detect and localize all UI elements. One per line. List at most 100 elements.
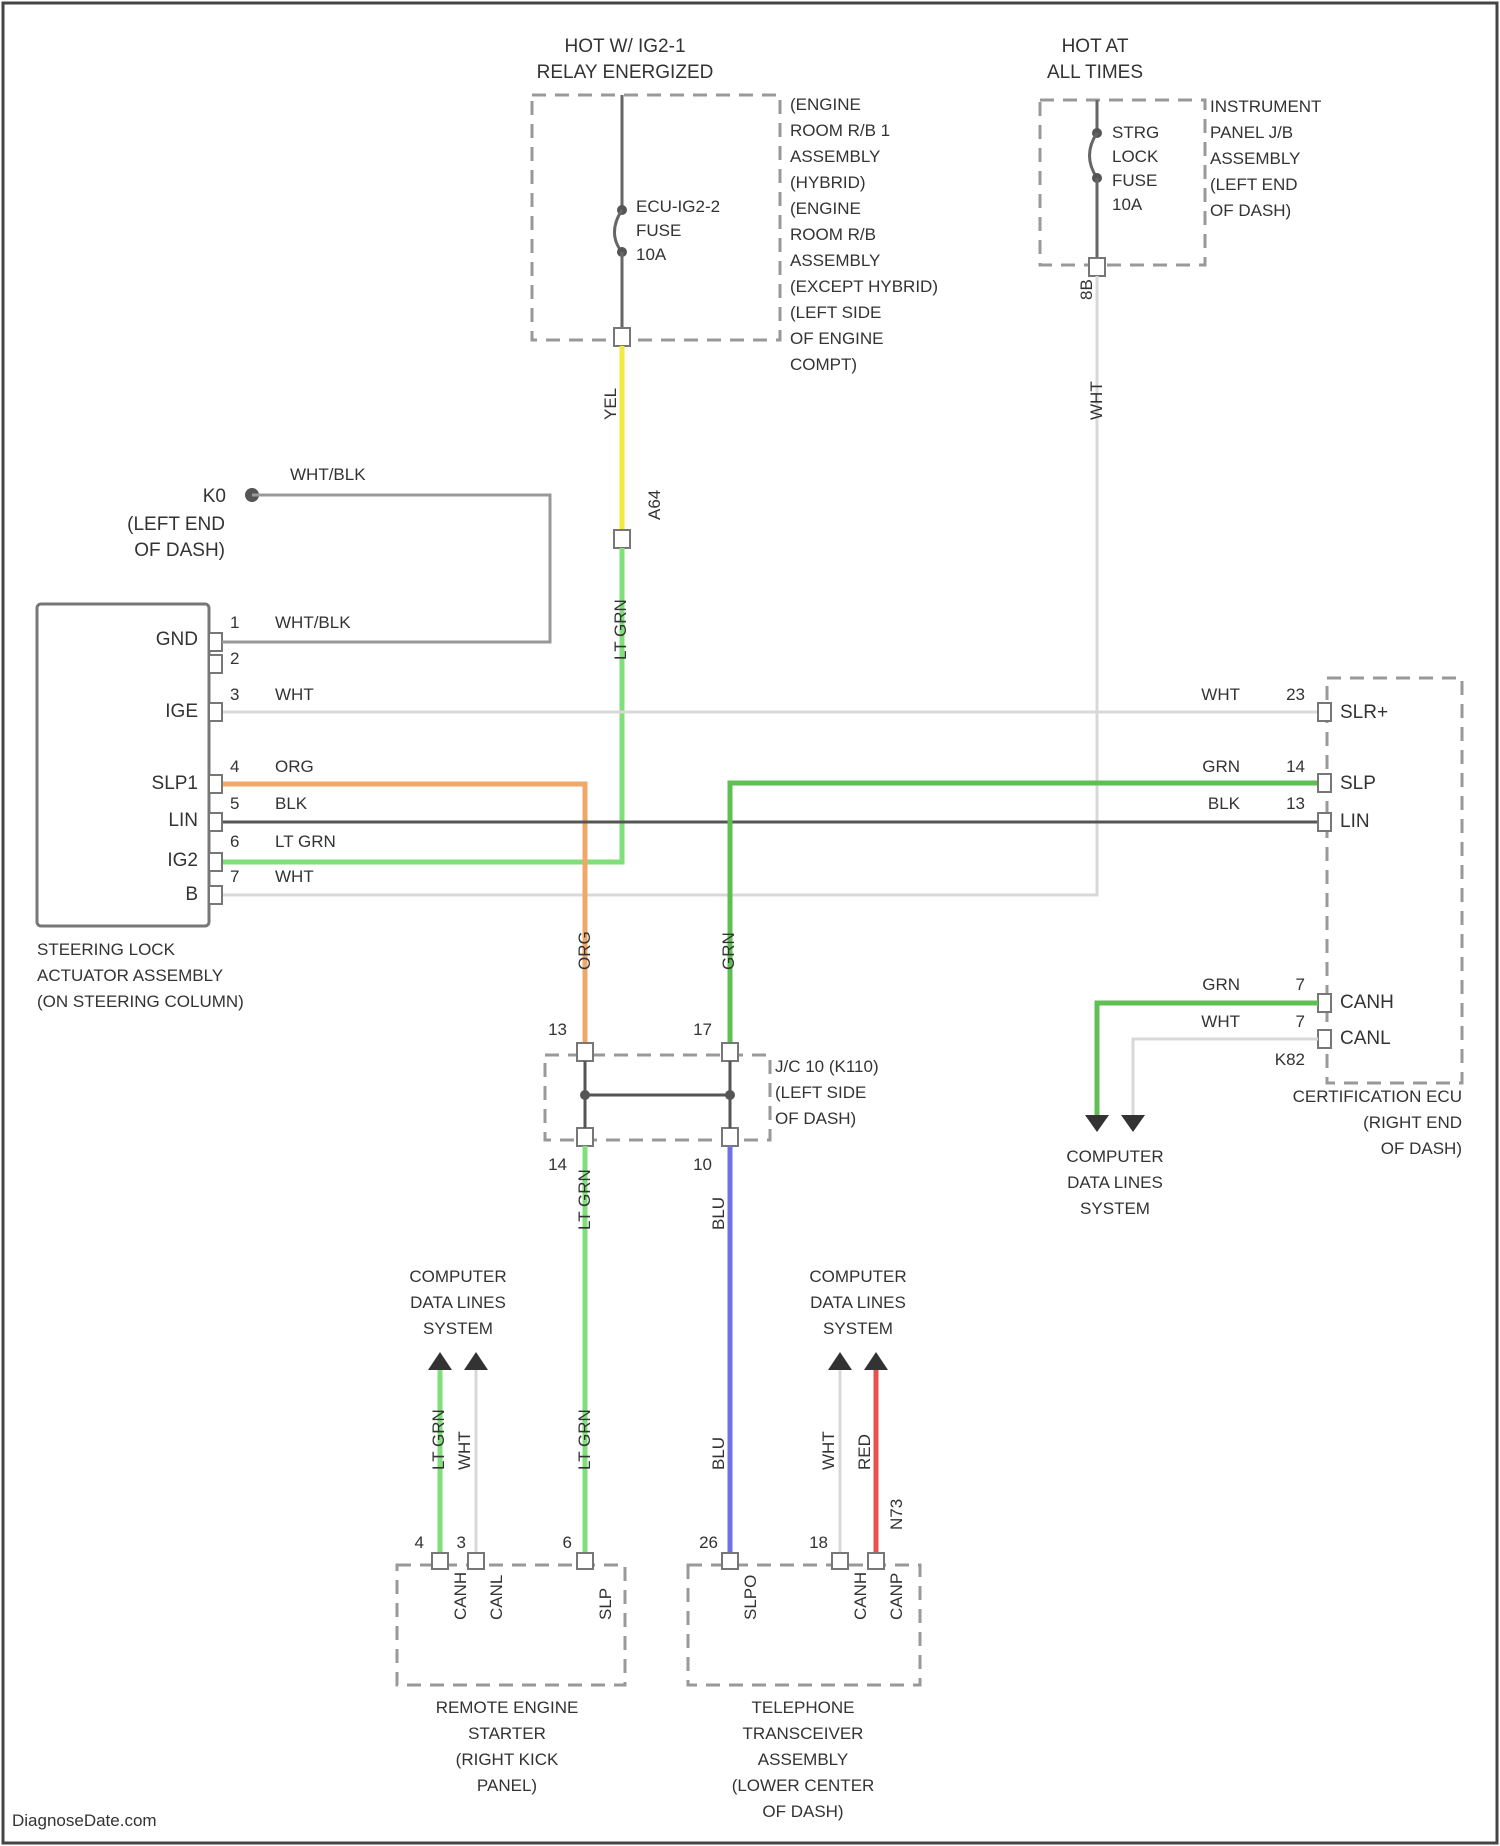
a64-connector [614,530,630,548]
steering-lock-actuator: GND IGE SLP1 LIN IG2 B 1 2 3 4 5 6 7 WHT… [37,604,351,1011]
pin-7 [209,886,222,904]
terminal-ige: IGE [165,701,198,722]
strg-fuse-label-3: FUSE [1112,171,1157,190]
terminal-lin: LIN [168,810,198,831]
steering-lock-name-3: (ON STEERING COLUMN) [37,992,244,1011]
ecu-pin-canh [1318,994,1331,1012]
jc-pin-17-label: 17 [693,1020,712,1039]
ecu-pin-lin [1318,813,1331,831]
strg-fuse-label-2: LOCK [1112,147,1159,166]
ecu-name-3: OF DASH) [1381,1139,1462,1158]
junction-connector: 13 17 14 10 J/C 10 (K110) (LEFT SIDE OF … [545,1020,879,1174]
left-data-lines-3: SYSTEM [423,1319,493,1338]
ecu-pin-slp [1318,774,1331,792]
jb-location-2: PANEL J/B [1210,123,1293,142]
remote-terminal-canh: CANH [451,1572,470,1620]
lt-grn-ig2-wire [222,548,622,862]
ecu-terminal-slr: SLR+ [1340,702,1388,723]
tel-name-3: ASSEMBLY [758,1750,848,1769]
ecu-terminal-canl: CANL [1340,1028,1391,1049]
certification-ecu: SLR+ SLP LIN CANH CANL 23 14 13 7 7 WHT … [1201,678,1462,1158]
ecu-pin-canh-label: 7 [1296,975,1305,994]
jb-location-5: OF DASH) [1210,201,1291,220]
jc-pin-10-label: 10 [693,1155,712,1174]
rb-location-11: COMPT) [790,355,857,374]
ecu-terminal-slp: SLP [1340,773,1376,794]
pin-4 [209,775,222,793]
tel-terminal-canp: CANP [887,1573,906,1620]
remote-wire-3: LT GRN [575,1409,594,1470]
wire-5-label: BLK [275,794,308,813]
ecu-pin-slr [1318,703,1331,721]
ecu-wire-canl: WHT [1201,1012,1240,1031]
jb-location-1: INSTRUMENT [1210,97,1321,116]
right-data-lines-1: COMPUTER [809,1267,906,1286]
jc-pin-14 [577,1128,593,1146]
lt-grn-vertical-label: LT GRN [611,599,630,660]
jc-pin-10 [722,1128,738,1146]
pin-3-label: 3 [230,685,239,704]
ecu-pin-23-label: 23 [1286,685,1305,704]
ecu-connector-label: K82 [1275,1050,1305,1069]
right-canh-arrow-icon [828,1352,852,1370]
rb-connector-pin [614,328,630,346]
jc-name-3: OF DASH) [775,1109,856,1128]
rb-location-10: OF ENGINE [790,329,884,348]
tel-name-2: TRANSCEIVER [743,1724,864,1743]
lt-grn-lower-label: LT GRN [575,1169,594,1230]
ground-location-2: OF DASH) [134,540,225,561]
wht-vertical-label: WHT [1087,381,1106,420]
ecu-wire-lin: BLK [1208,794,1241,813]
remote-pin-1: 4 [415,1533,424,1552]
engine-room-rb-box [532,95,780,340]
wire-4-label: ORG [275,757,314,776]
yel-wire-label: YEL [601,388,620,420]
wire-3-label: WHT [275,685,314,704]
terminal-slp1: SLP1 [152,773,198,794]
rb-location-6: ROOM R/B [790,225,876,244]
pin-1 [209,633,222,651]
ecu-canl-arrow-icon [1121,1115,1145,1132]
pin-1-label: 1 [230,613,239,632]
remote-pin-2: 3 [457,1533,466,1552]
jc-pin-13-label: 13 [548,1020,567,1039]
org-slp1-wire [222,784,585,1048]
jc-name-1: J/C 10 (K110) [775,1057,879,1076]
pin-3 [209,703,222,721]
org-vertical-label: ORG [575,931,594,970]
remote-pin-slp [577,1553,593,1569]
steering-lock-name-1: STEERING LOCK [37,940,176,959]
right-data-lines-3: SYSTEM [823,1319,893,1338]
rb-location-9: (LEFT SIDE [790,303,881,322]
remote-wire-2: WHT [455,1431,474,1470]
rb-location-4: (HYBRID) [790,173,866,192]
remote-terminal-slp: SLP [596,1588,615,1620]
ecu-data-lines-2: DATA LINES [1067,1173,1163,1192]
wire-1-label: WHT/BLK [275,613,351,632]
jc-node-2 [725,1090,735,1100]
telephone-transceiver: BLU WHT RED 26 18 N73 SLPO CANH CANP TEL… [688,1431,920,1821]
terminal-b: B [185,884,198,905]
terminal-gnd: GND [156,629,198,650]
terminal-ig2: IG2 [167,850,198,871]
pin-2 [209,655,222,673]
remote-name-4: PANEL) [477,1776,537,1795]
ecu-pin-13-label: 13 [1286,794,1305,813]
ecu-data-lines-3: SYSTEM [1080,1199,1150,1218]
tel-pin-3: N73 [887,1499,906,1530]
tel-name-1: TELEPHONE [752,1698,855,1717]
tel-terminal-slpo: SLPO [741,1575,760,1620]
left-data-lines-2: DATA LINES [410,1293,506,1312]
strg-fuse-label-4: 10A [1112,195,1143,214]
certification-ecu-box [1327,678,1462,1083]
ecu-pin-14-label: 14 [1286,757,1305,776]
telephone-box [688,1565,920,1685]
strg-lock-fuse-icon [1090,133,1098,178]
rb-location-7: ASSEMBLY [790,251,880,270]
jb-connector-pin [1089,258,1105,276]
tel-terminal-canh: CANH [851,1572,870,1620]
ecu-pin-canl [1318,1030,1331,1048]
a64-label: A64 [645,490,664,520]
jc-pin-17 [722,1043,738,1061]
remote-name-1: REMOTE ENGINE [436,1698,579,1717]
